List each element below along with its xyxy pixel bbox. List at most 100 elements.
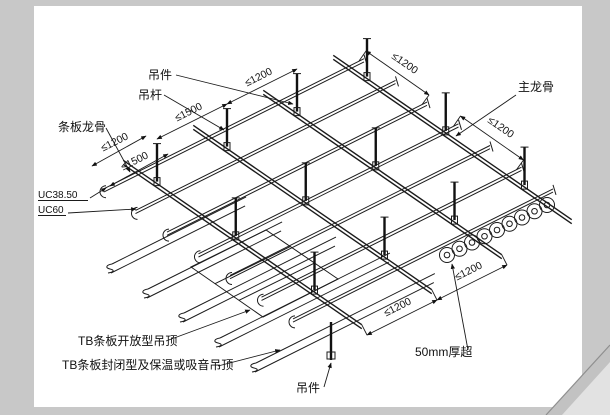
dimension-line: [109, 153, 169, 187]
keel-end-tick: [552, 184, 557, 196]
strip-keel-line: [166, 101, 428, 233]
extension-line: [358, 50, 367, 62]
perforated-divider: [238, 262, 315, 301]
panel-strip-line: [218, 261, 390, 348]
hanger-clip: [223, 142, 231, 152]
perforated-divider: [214, 246, 291, 285]
insulation-roll: [439, 197, 555, 263]
leader-line: [455, 94, 517, 137]
main-keel-line: [122, 159, 363, 326]
insulation-coil: [476, 228, 493, 245]
label-main-keel: 主龙骨: [518, 80, 554, 94]
extension-line: [501, 254, 508, 266]
panel-break-squiggle: [178, 312, 186, 323]
strip-keel-line: [135, 79, 396, 211]
insulation-coil-inner: [506, 220, 513, 228]
drawing-paper: [34, 6, 582, 407]
photo-corner: [545, 344, 610, 415]
extension-line: [361, 324, 368, 336]
extension-line: [431, 289, 438, 301]
leader-line: [163, 94, 225, 131]
label-uc-60: UC60: [38, 205, 64, 216]
label-strip-keel: 条板龙骨: [58, 120, 106, 134]
leader-line: [217, 349, 281, 367]
label-hanger-top: 吊件: [148, 68, 172, 82]
leader-lines: [67, 74, 517, 388]
panel-strip-line: [110, 205, 246, 274]
strip-keel-line: [261, 166, 522, 298]
main-keel-line: [192, 128, 433, 295]
insulation-coil: [439, 247, 455, 263]
panel-break-squiggle: [214, 337, 222, 348]
keel-end-channel: [225, 272, 233, 285]
insulation-coil-inner: [493, 226, 501, 234]
insulation-coil: [501, 215, 518, 232]
panel-break-squiggle: [250, 362, 258, 373]
insulation-coil: [514, 209, 530, 226]
hanger-clip: [302, 196, 310, 206]
hanger-clip: [521, 180, 528, 190]
main-keel-line: [262, 89, 503, 256]
label-open-ceiling: TB条板开放型吊顶: [78, 333, 177, 348]
hanger-clip: [293, 107, 301, 117]
panel-strip-line: [255, 273, 436, 364]
extension-line: [516, 159, 524, 170]
panel-strip-line: [254, 282, 435, 373]
panel-strip-line: [182, 245, 336, 323]
keel-end-tick: [426, 97, 431, 109]
insulation-coil: [464, 234, 480, 251]
leader-line: [175, 74, 294, 105]
panel-break-squiggle: [106, 263, 114, 274]
strip-keel-line: [135, 83, 396, 215]
insulation-coil: [539, 197, 555, 213]
panel-break-squiggle: [142, 288, 150, 299]
insulation-coil: [489, 222, 505, 238]
main-keel-line: [262, 93, 503, 260]
dimension-line: [365, 50, 430, 96]
insulation-coil-inner: [481, 232, 488, 240]
insulation-coil-inner: [468, 239, 476, 246]
strip-keel-line: [292, 191, 554, 323]
hanger-clip: [442, 126, 450, 136]
insulation-coil-inner: [518, 214, 526, 221]
leader-line: [323, 362, 332, 388]
label-closed-ceiling: TB条板封闭型及保温或吸音吊顶: [62, 357, 233, 372]
dimension-line: [226, 68, 298, 105]
hanger-clip: [232, 231, 240, 241]
panel-strip-line: [146, 230, 282, 299]
leader-line: [105, 127, 131, 173]
corner-fold-front: [562, 362, 610, 415]
label-uc-38-50: UC38.50: [38, 190, 78, 201]
strip-keel-line: [198, 126, 459, 258]
strip-keel-line: [229, 145, 491, 276]
main-keel-line: [192, 124, 433, 291]
dimension-line: [460, 115, 524, 161]
label-hanger-rod: 吊杆: [138, 88, 162, 102]
corner-fold-edge: [545, 344, 610, 415]
leader-line: [165, 309, 251, 342]
strip-keel-line: [261, 169, 522, 301]
hanger-clip: [372, 161, 380, 171]
leader-line: [450, 263, 469, 351]
main-keel-line: [122, 163, 363, 330]
perforated-panel: [190, 229, 339, 318]
dimension-line: [436, 264, 508, 301]
strip-keel-line: [229, 148, 491, 280]
strip-keels: [99, 54, 557, 329]
insulation-coil: [451, 240, 468, 257]
strip-keel-line: [292, 188, 554, 320]
keel-end-channel: [162, 228, 170, 242]
keel-end-channel: [288, 315, 296, 329]
leader-line: [89, 187, 107, 199]
insulation-coil-inner: [443, 251, 451, 259]
hanger-clip: [381, 250, 388, 260]
insulation-coil-inner: [543, 201, 551, 209]
insulation-coil-inner: [456, 245, 463, 253]
dimension-lines: [91, 50, 524, 336]
keel-end-channel: [257, 293, 264, 307]
dimension-line: [156, 103, 228, 140]
dimension-line: [366, 299, 438, 336]
hanger-clip: [326, 351, 336, 360]
